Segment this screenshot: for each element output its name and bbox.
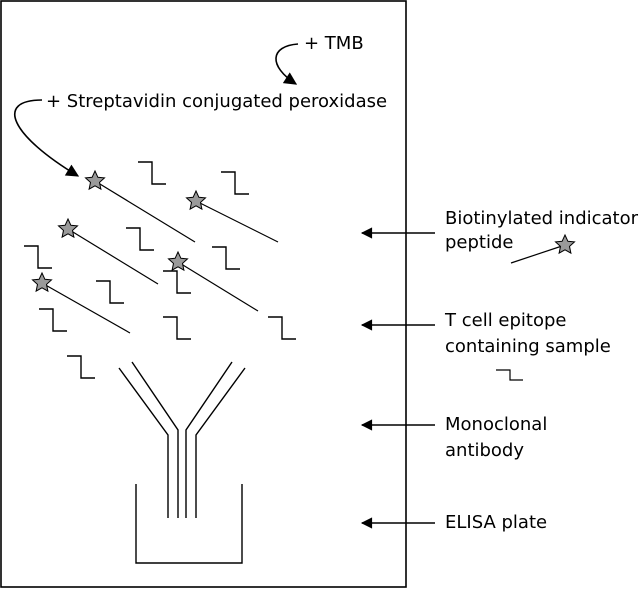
step-icon xyxy=(137,161,167,185)
monoclonal-antibody xyxy=(118,361,246,518)
antibody-label-line2: antibody xyxy=(445,440,524,461)
star-icon xyxy=(32,272,52,292)
star-icon xyxy=(186,190,206,210)
step-icon xyxy=(38,308,68,332)
plate-label: ELISA plate xyxy=(445,512,547,533)
star-icon xyxy=(555,234,575,254)
biotinylated-label-line1: Biotinylated indicator xyxy=(445,208,639,229)
tcell-label-line1: T cell epitope xyxy=(444,310,566,331)
step-icon xyxy=(162,270,192,294)
antibody-label-line1: Monoclonal xyxy=(445,414,547,435)
tmb-arrow xyxy=(275,43,299,85)
step-icon xyxy=(220,171,250,195)
peptide-3 xyxy=(58,218,159,285)
step-icon xyxy=(23,245,53,269)
star-icon xyxy=(58,218,78,238)
step-icon xyxy=(211,246,241,270)
peptide-4 xyxy=(168,251,259,312)
tmb-label: + TMB xyxy=(304,33,364,54)
step-icon xyxy=(267,316,297,340)
peptide-2 xyxy=(186,190,279,243)
streptavidin-label: + Streptavidin conjugated peroxidase xyxy=(46,91,387,112)
step-icon xyxy=(95,280,125,304)
star-icon xyxy=(85,170,105,190)
step-icon xyxy=(66,355,96,379)
legend-step-icon xyxy=(496,369,523,381)
diagram-frame xyxy=(0,0,407,588)
step-icon xyxy=(125,227,155,251)
elisa-plate-well xyxy=(135,484,243,564)
peptide-5 xyxy=(32,272,131,334)
step-icon xyxy=(162,316,192,340)
biotinylated-label-line2: peptide xyxy=(445,232,513,253)
tcell-label-line2: containing sample xyxy=(445,336,611,357)
peptide-1 xyxy=(85,170,196,243)
legend-peptide xyxy=(510,234,575,264)
star-icon xyxy=(168,251,188,271)
epitope-fragments xyxy=(23,161,297,379)
streptavidin-arrow xyxy=(13,99,80,177)
